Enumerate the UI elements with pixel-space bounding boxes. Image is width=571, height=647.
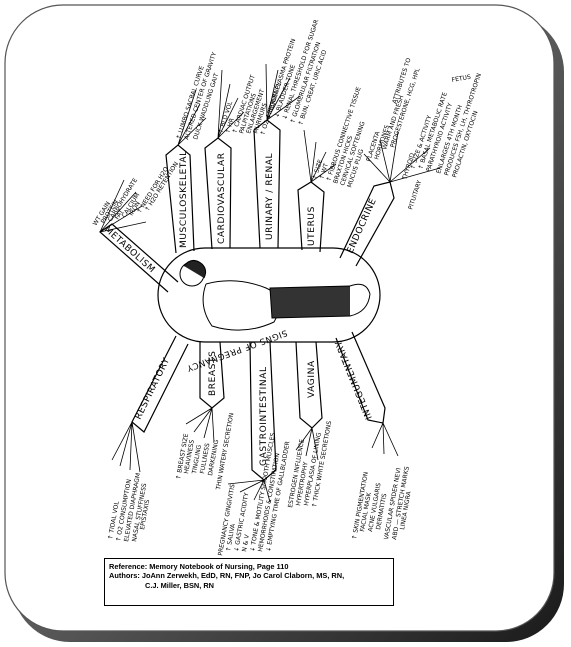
integumentary-label: INTEGUMENTARY bbox=[334, 339, 375, 421]
respiratory-branch bbox=[131, 335, 189, 433]
respiratory-label: RESPIRATORY bbox=[134, 356, 173, 421]
center-oval bbox=[157, 247, 381, 343]
gastrointestinal-label: GASTROINTESTINAL bbox=[259, 366, 269, 466]
uterus-label: UTERUS bbox=[307, 206, 317, 246]
gastrointestinal-item: N & V bbox=[241, 533, 251, 552]
urinary-label: URINARY / RENAL bbox=[265, 153, 275, 240]
endocrine-label: ENDOCRINE bbox=[346, 197, 379, 255]
authors-line-continued: C.J. Miller, BSN, RN bbox=[145, 580, 214, 590]
metabolism-label: METABOLISM bbox=[102, 225, 157, 276]
reference-box: Reference: Memory Notebook of Nursing, P… bbox=[104, 558, 394, 606]
cardiovascular-label: CARDIOVASCULAR bbox=[217, 152, 227, 244]
uterus-item: ↑ WT bbox=[318, 162, 330, 180]
pregnant-woman-illustration bbox=[179, 260, 371, 331]
musculoskeletal-label: MUSCULOSKELETAL bbox=[179, 150, 189, 248]
endocrine-pituitary-item: PITUITARY bbox=[407, 179, 423, 210]
endocrine-placenta-item: FETUS bbox=[451, 74, 471, 84]
cardiovascular-item: ↑ HR bbox=[224, 117, 236, 135]
reference-line: Reference: Memory Notebook of Nursing, P… bbox=[109, 562, 289, 571]
gastrointestinal-item: ↑ SALIVA bbox=[225, 522, 237, 552]
breasts-label: BREASTS bbox=[208, 351, 218, 396]
metabolism-item: FAT bbox=[114, 208, 126, 221]
vagina-label: VAGINA bbox=[307, 360, 317, 398]
authors-line: Authors: JoAnn Zerwekh, EdD, RN, FNP, Jo… bbox=[109, 571, 345, 581]
